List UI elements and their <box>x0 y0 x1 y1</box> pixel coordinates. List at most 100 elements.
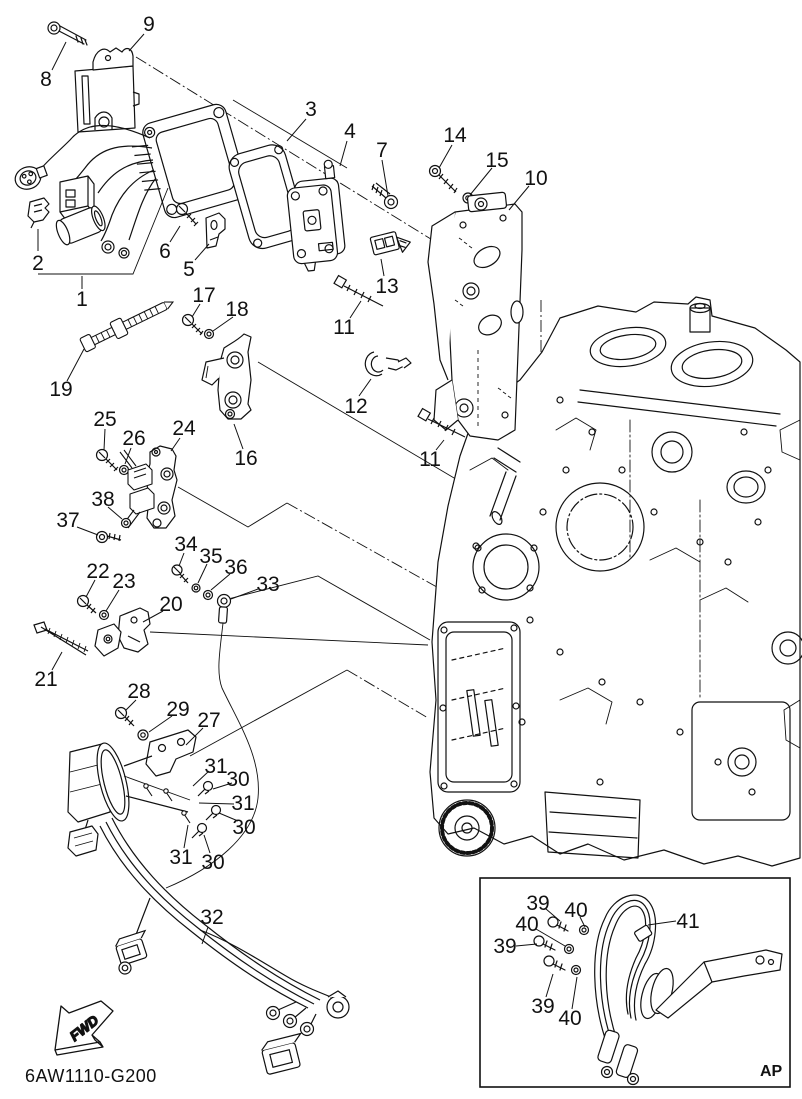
callout-leader-41 <box>647 920 677 926</box>
callout-1: 1 <box>76 288 88 311</box>
callout-leader-8 <box>51 41 67 71</box>
callout-12: 12 <box>344 395 367 418</box>
callout-6: 6 <box>159 240 171 263</box>
callout-37: 37 <box>56 509 79 532</box>
washer-35 <box>191 583 201 593</box>
callout-31: 31 <box>169 846 192 869</box>
callout-39: 39 <box>531 995 554 1018</box>
callout-leader-40 <box>535 928 566 947</box>
round-connector <box>14 165 48 190</box>
callout-leader-35 <box>197 563 208 584</box>
callout-22: 22 <box>86 560 109 583</box>
clip-2 <box>27 197 50 229</box>
callout-25: 25 <box>93 408 116 431</box>
callout-13: 13 <box>375 275 398 298</box>
solenoid-cylinder <box>55 205 106 246</box>
screw-25 <box>95 448 119 472</box>
washer-36 <box>202 589 214 601</box>
washer-29 <box>137 729 149 741</box>
sensors-38 <box>119 449 155 529</box>
callout-leader-20 <box>142 610 164 623</box>
callout-leader-31 <box>183 824 189 849</box>
battery-cables-41 <box>594 894 657 1086</box>
callout-23: 23 <box>112 570 135 593</box>
callout-leader-33 <box>230 588 259 600</box>
callout-leader-15 <box>469 167 493 196</box>
callout-16: 16 <box>234 447 257 470</box>
screw-6 <box>175 202 199 227</box>
callout-leader-11 <box>349 300 362 319</box>
section-code: AP <box>760 1063 783 1080</box>
callout-15: 15 <box>485 149 508 172</box>
ring-terminals <box>101 240 130 259</box>
callout-leader-30 <box>203 834 211 854</box>
callout-39: 39 <box>526 892 549 915</box>
callout-40: 40 <box>558 1007 581 1030</box>
callout-leader-32 <box>201 926 209 945</box>
bolt-21 <box>33 621 89 656</box>
screw-11-upper <box>333 274 384 307</box>
callout-leader-30 <box>212 782 233 790</box>
callout-leader-18 <box>212 316 234 332</box>
bracket-27 <box>145 729 197 777</box>
callout-leader-3 <box>286 118 307 142</box>
callout-leader-23 <box>105 589 120 612</box>
callout-30: 30 <box>226 768 249 791</box>
pins-31 <box>143 783 191 824</box>
harness-32 <box>99 817 350 1075</box>
inset-screws-39 <box>533 916 569 971</box>
callout-leader-12 <box>358 378 372 397</box>
callout-40: 40 <box>515 913 538 936</box>
bracket-20 <box>94 607 151 657</box>
callout-leader-30 <box>218 812 239 822</box>
callout-11: 11 <box>333 316 355 339</box>
trim-sender-assembly <box>67 742 191 857</box>
callout-7: 7 <box>376 139 388 162</box>
callout-leader-39 <box>515 943 538 947</box>
callout-leader-37 <box>76 526 99 536</box>
screw-17 <box>181 313 204 336</box>
engine-bolt-holes <box>472 396 772 796</box>
cable-tie-19 <box>79 301 175 353</box>
connector-13 <box>369 231 411 256</box>
callout-leader-40 <box>579 916 586 928</box>
drawing-code: 6AW1110-G200 <box>25 1066 157 1086</box>
callout-leader-11 <box>435 439 445 451</box>
callout-leader-39 <box>545 908 561 922</box>
callout-leader-6 <box>169 225 181 243</box>
callout-leader-5 <box>194 243 210 261</box>
screw-37 <box>95 530 122 544</box>
washer-23 <box>98 609 110 621</box>
callout-leader-39 <box>545 973 554 998</box>
callout-29: 29 <box>166 698 189 721</box>
part1-bracket-line <box>38 187 169 275</box>
bracket-16 <box>201 333 252 420</box>
screw-34 <box>171 564 189 584</box>
callout-28: 28 <box>127 680 150 703</box>
callout-36: 36 <box>224 556 247 579</box>
rectifier-unit <box>14 103 249 259</box>
callout-leader-40 <box>571 976 578 1010</box>
callout-4: 4 <box>344 120 356 143</box>
callout-41: 41 <box>676 910 699 933</box>
inset-bracket <box>640 949 783 1020</box>
callout-31: 31 <box>204 755 227 778</box>
connector-a <box>115 929 148 966</box>
bracket-9 <box>74 47 140 133</box>
screws-30 <box>191 780 222 839</box>
clamp-12 <box>364 351 412 377</box>
gasket-3 <box>228 144 307 250</box>
callout-18: 18 <box>225 298 248 321</box>
washer-38 <box>120 517 132 529</box>
callout-14: 14 <box>443 124 467 147</box>
callout-39: 39 <box>493 935 516 958</box>
callout-leader-29 <box>148 715 173 733</box>
callout-leader-14 <box>438 144 453 169</box>
callout-leader-34 <box>178 552 185 567</box>
callout-30: 30 <box>232 816 255 839</box>
callout-24: 24 <box>172 417 196 440</box>
callout-20: 20 <box>159 593 182 616</box>
callout-leader-4 <box>339 140 348 167</box>
